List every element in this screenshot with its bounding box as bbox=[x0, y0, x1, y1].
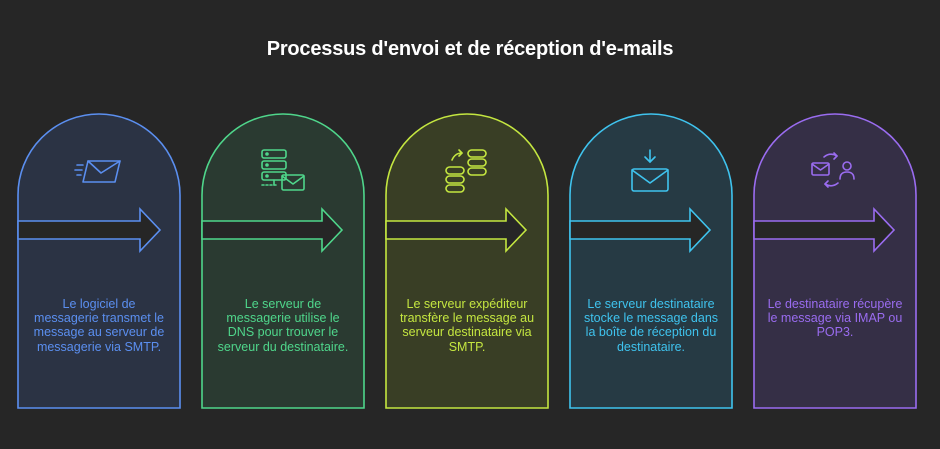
inbox-download-icon bbox=[631, 149, 669, 192]
step-4-shape bbox=[569, 113, 733, 409]
step-2-shape bbox=[201, 113, 365, 409]
step-3-shape bbox=[385, 113, 549, 409]
server-mail-icon bbox=[261, 149, 305, 191]
server-transfer-icon bbox=[445, 149, 487, 193]
step-1-shape bbox=[17, 113, 181, 409]
step-5-text: Le destinataire récupère le message via … bbox=[767, 297, 903, 340]
step-4-text: Le serveur destinataire stocke le messag… bbox=[583, 297, 719, 354]
fast-mail-icon bbox=[74, 160, 121, 183]
step-5 bbox=[753, 113, 917, 409]
step-3 bbox=[385, 113, 549, 409]
step-3-text: Le serveur expéditeur transfère le messa… bbox=[399, 297, 535, 354]
step-5-shape bbox=[753, 113, 917, 409]
step-4-arrow bbox=[569, 207, 712, 253]
mail-user-sync-icon bbox=[811, 152, 855, 188]
step-2-arrow bbox=[201, 207, 344, 253]
step-5-arrow bbox=[753, 207, 896, 253]
step-2-text: Le serveur de messagerie utilise le DNS … bbox=[217, 297, 349, 354]
step-1-arrow bbox=[17, 207, 162, 253]
step-1-text: Le logiciel de messagerie transmet le me… bbox=[33, 297, 165, 354]
step-4 bbox=[569, 113, 733, 409]
step-2 bbox=[201, 113, 365, 409]
step-1 bbox=[17, 113, 181, 409]
step-3-arrow bbox=[385, 207, 528, 253]
diagram-title: Processus d'envoi et de réception d'e-ma… bbox=[266, 38, 674, 60]
